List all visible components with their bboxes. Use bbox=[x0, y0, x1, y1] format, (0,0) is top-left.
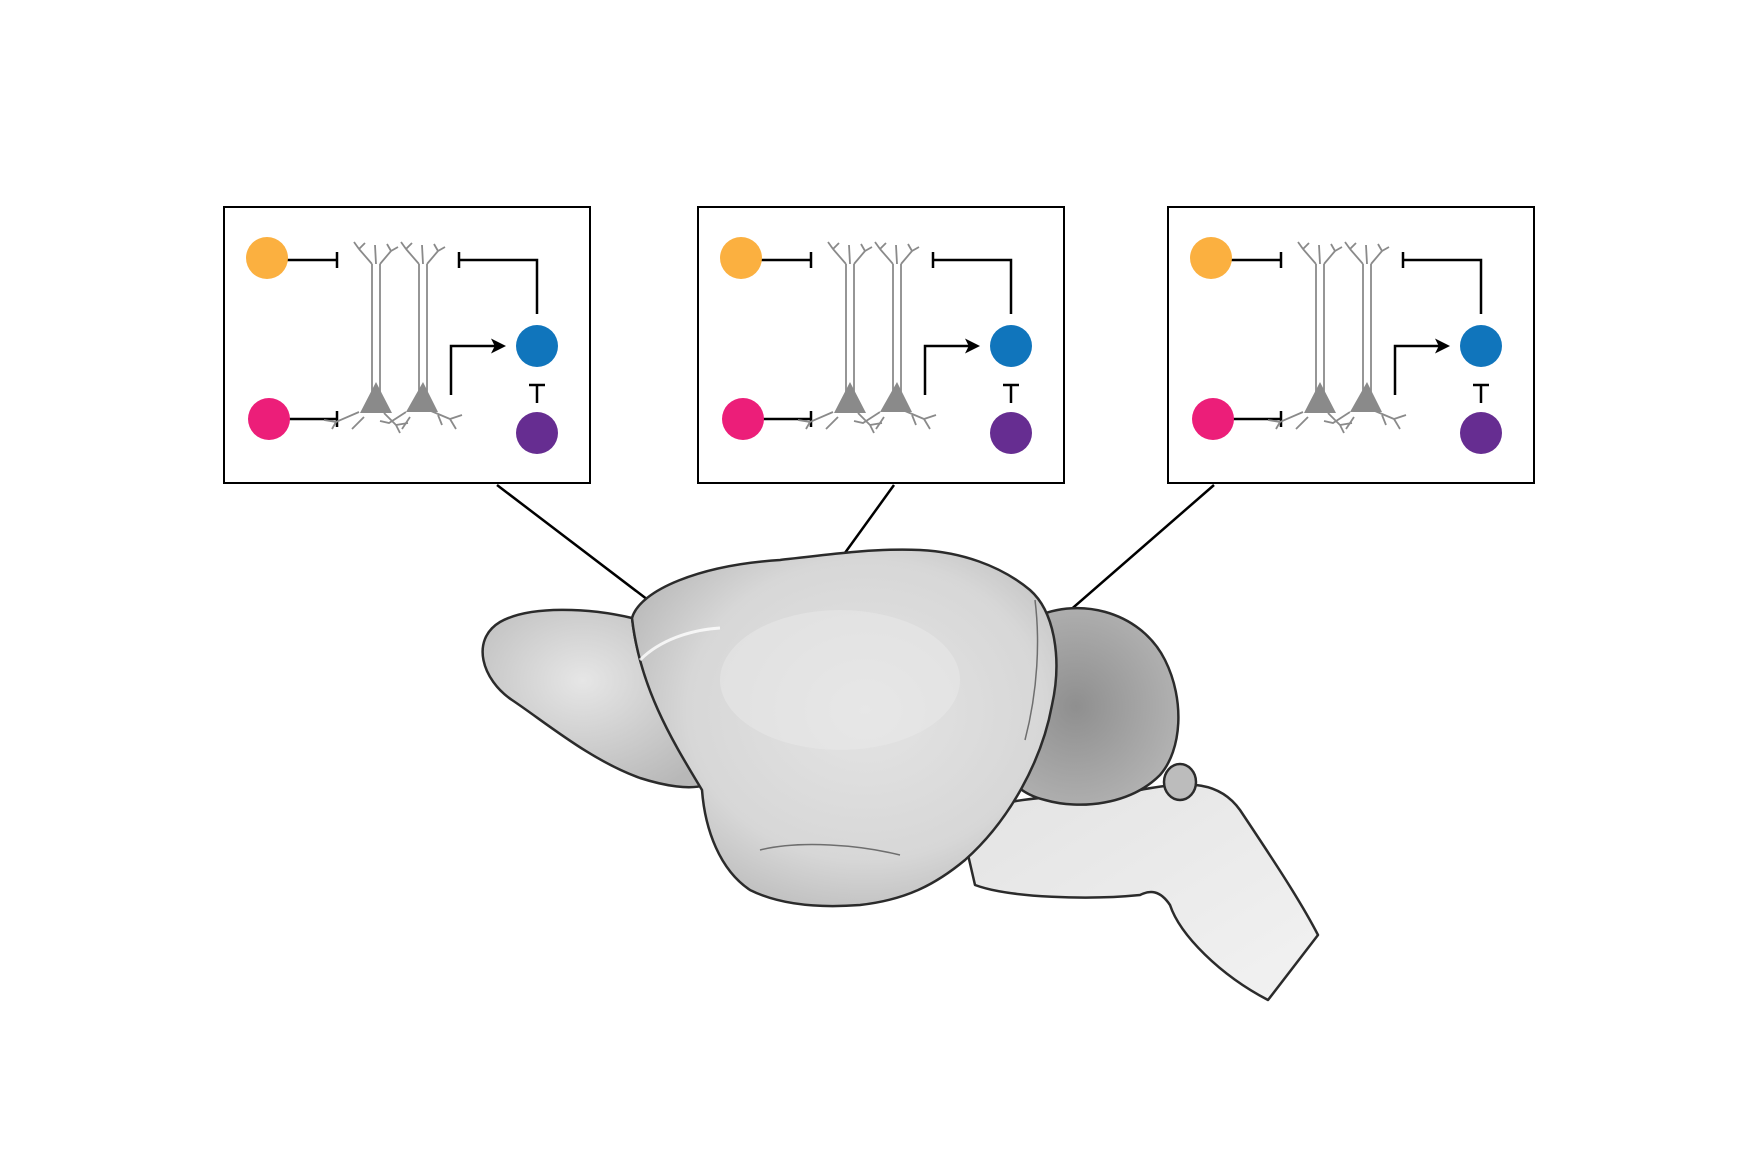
pink-cell-icon bbox=[1192, 398, 1234, 440]
panel-occipital bbox=[1168, 207, 1534, 483]
blue-cell-icon bbox=[990, 325, 1032, 367]
orange-cell-icon bbox=[720, 237, 762, 279]
orange-cell-icon bbox=[1190, 237, 1232, 279]
pons-nodule bbox=[1162, 762, 1198, 802]
blue-cell-icon bbox=[1460, 325, 1502, 367]
panel-parietal bbox=[698, 207, 1064, 483]
purple-cell-icon bbox=[516, 412, 558, 454]
brainstem bbox=[958, 783, 1320, 1002]
brain-illustration bbox=[481, 548, 1320, 1002]
pink-cell-icon bbox=[248, 398, 290, 440]
panel-frontal bbox=[224, 207, 590, 483]
pink-cell-icon bbox=[722, 398, 764, 440]
orange-cell-icon bbox=[246, 237, 288, 279]
purple-cell-icon bbox=[1460, 412, 1502, 454]
purple-cell-icon bbox=[990, 412, 1032, 454]
blue-cell-icon bbox=[516, 325, 558, 367]
